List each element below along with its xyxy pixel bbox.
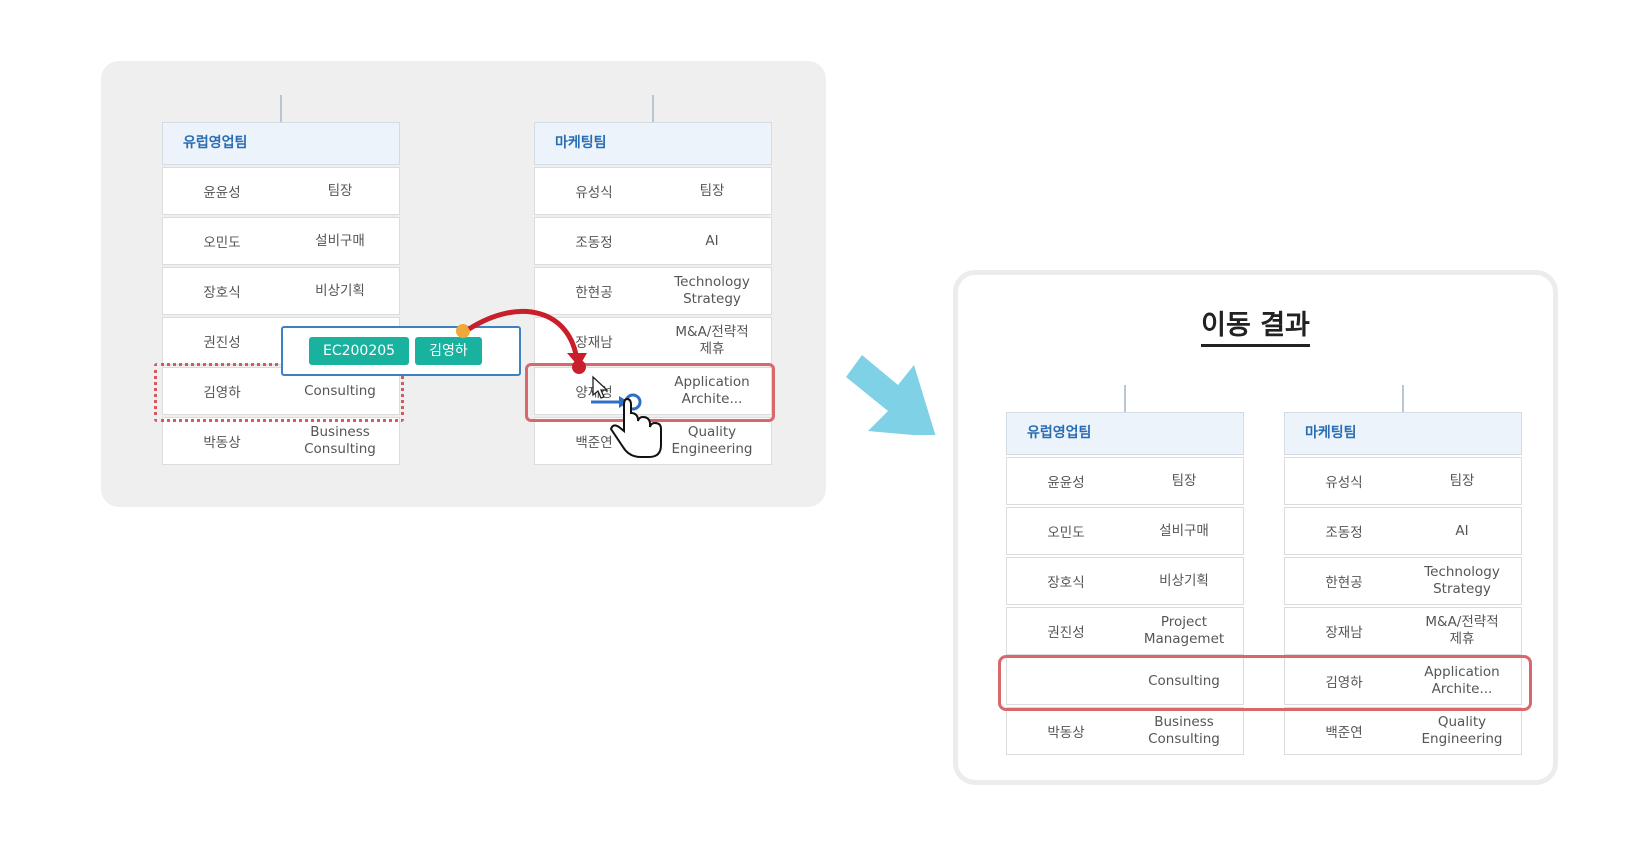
member-row[interactable]: 장재남 M&A/전략적 제휴 [1284, 607, 1522, 655]
member-role: 설비구매 [315, 232, 365, 249]
member-role: Application Archite... [674, 374, 750, 407]
member-name: 조동정 [575, 235, 613, 251]
member-role: 비상기획 [315, 282, 365, 299]
team-header: 유럽영업팀 [162, 122, 400, 165]
member-name: 김영하 [203, 385, 241, 401]
team-card-europe-sales: 유럽영업팀 윤윤성 팀장 오민도 설비구매 장호식 비상기획 권진성 Project M… [1006, 385, 1244, 755]
member-role: 팀장 [1449, 472, 1475, 489]
member-name: 권진성 [1047, 625, 1085, 641]
member-name: 유성식 [575, 185, 613, 201]
member-role: Business Consulting [1148, 714, 1220, 747]
member-name: 오민도 [1047, 525, 1085, 541]
before-panel: 유럽영업팀 윤윤성 팀장 오민도 설비구매 장호식 비상기획 권진성 김영하 Consu… [101, 61, 826, 507]
member-name: 윤윤성 [203, 185, 241, 201]
member-role: M&A/전략적 제휴 [675, 324, 749, 357]
member-role: M&A/전략적 제휴 [1425, 614, 1499, 647]
member-role: Technology Strategy [674, 274, 750, 307]
member-name: 백준연 [1325, 725, 1363, 741]
member-name: 조동정 [1325, 525, 1363, 541]
org-connector-line [1402, 385, 1404, 412]
after-panel: 이동 결과 유럽영업팀 윤윤성 팀장 오민도 설비구매 장호식 비상기획 권진성 Pro… [953, 270, 1558, 785]
member-role: Technology Strategy [1424, 564, 1500, 597]
member-name: 오민도 [203, 235, 241, 251]
org-connector-line [1124, 385, 1126, 412]
member-name: 권진성 [203, 335, 241, 351]
drag-chip[interactable]: EC200205 김영하 [281, 326, 521, 376]
member-row[interactable]: 유성식 팀장 [534, 167, 772, 215]
member-row[interactable]: 윤윤성 팀장 [162, 167, 400, 215]
org-connector-line [280, 95, 282, 122]
member-role: Consulting [1148, 672, 1220, 689]
member-row[interactable]: 장호식 비상기획 [162, 267, 400, 315]
member-row[interactable]: 한현공 Technology Strategy [534, 267, 772, 315]
drag-annotations [456, 308, 662, 458]
member-row[interactable]: 백준연 Quality Engineering [1284, 707, 1522, 755]
member-name: 장호식 [203, 285, 241, 301]
member-row[interactable]: 오민도 설비구매 [162, 217, 400, 265]
drag-source-highlight [154, 363, 404, 422]
member-role: Application Archite... [1424, 664, 1500, 697]
member-role: Project Managemet [1143, 614, 1225, 647]
member-row-vacated[interactable]: Consulting [1006, 657, 1244, 705]
result-title: 이동 결과 [958, 303, 1553, 347]
member-name: 백준연 [575, 435, 613, 451]
member-row[interactable]: 윤윤성 팀장 [1006, 457, 1244, 505]
member-name: 장재남 [575, 335, 613, 351]
member-name: 한현공 [575, 285, 613, 301]
team-card-europe-sales: 유럽영업팀 윤윤성 팀장 오민도 설비구매 장호식 비상기획 권진성 김영하 Consu… [162, 95, 400, 465]
team-header: 유럽영업팀 [1006, 412, 1244, 455]
member-row[interactable]: 오민도 설비구매 [1006, 507, 1244, 555]
member-row[interactable]: 한현공 Technology Strategy [1284, 557, 1522, 605]
member-name: 유성식 [1325, 475, 1363, 491]
cursor-arrow-icon [592, 375, 609, 399]
org-connector-line [652, 95, 654, 122]
member-role: AI [705, 232, 719, 249]
member-row[interactable]: 박동상 Business Consulting [162, 417, 400, 465]
member-role: Quality Engineering [1421, 714, 1503, 747]
member-name: 박동상 [1047, 725, 1085, 741]
member-role: Consulting [304, 382, 376, 399]
drag-arrowhead [567, 353, 587, 367]
member-role: 비상기획 [1159, 572, 1209, 589]
member-role: 팀장 [1171, 472, 1197, 489]
hand-pointer-icon [609, 397, 662, 458]
transition-arrow-icon [846, 355, 936, 435]
member-role: 팀장 [327, 182, 353, 199]
member-name: 김영하 [1325, 675, 1363, 691]
drop-point-dot [572, 360, 586, 374]
member-name: 박동상 [203, 435, 241, 451]
member-row[interactable]: 조동정 AI [1284, 507, 1522, 555]
member-row-moved[interactable]: 김영하 Application Archite... [1284, 657, 1522, 705]
team-header: 마케팅팀 [1284, 412, 1522, 455]
employee-id-tag: EC200205 [309, 337, 410, 365]
member-name: 장호식 [1047, 575, 1085, 591]
member-name: 한현공 [1325, 575, 1363, 591]
member-role: Business Consulting [304, 424, 376, 457]
member-role: AI [1455, 522, 1469, 539]
member-role: 설비구매 [1159, 522, 1209, 539]
drag-handle-dot [456, 324, 470, 338]
drag-curve-arrow-icon [467, 308, 580, 362]
employee-name-tag: 김영하 [415, 337, 482, 365]
member-row[interactable]: 유성식 팀장 [1284, 457, 1522, 505]
member-row[interactable]: 박동상 Business Consulting [1006, 707, 1244, 755]
member-role: 팀장 [699, 182, 725, 199]
member-row[interactable]: 조동정 AI [534, 217, 772, 265]
team-header: 마케팅팀 [534, 122, 772, 165]
moved-row-highlight [998, 655, 1532, 711]
member-row[interactable]: 권진성 Project Managemet [1006, 607, 1244, 655]
member-name: 장재남 [1325, 625, 1363, 641]
member-row[interactable]: 장호식 비상기획 [1006, 557, 1244, 605]
member-row-drop-target[interactable]: 양재성Application Archite... [534, 367, 772, 415]
member-role: Quality Engineering [671, 424, 753, 457]
member-name: 윤윤성 [1047, 475, 1085, 491]
